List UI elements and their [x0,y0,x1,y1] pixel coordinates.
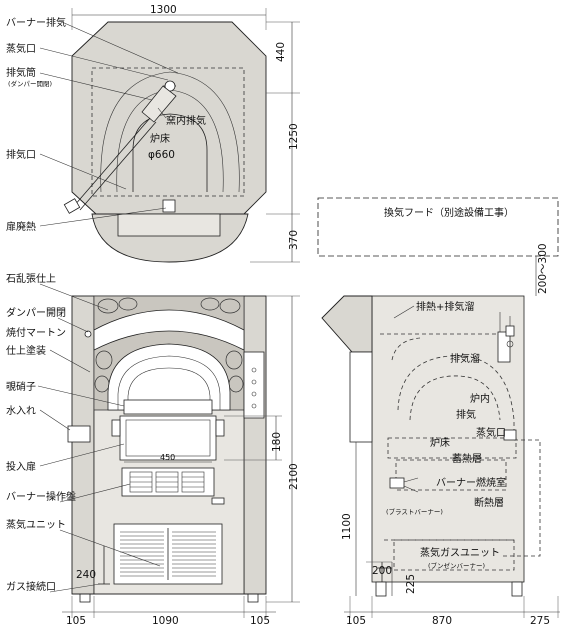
front-burner-vents [129,471,205,493]
label-gas-port: ガス接続口 [6,580,56,593]
label-hearth-diameter: φ660 [148,149,175,161]
side-225-dim: 225 [405,574,417,594]
front-stone-pattern [94,297,244,393]
front-control-panel [243,351,265,419]
front-view: 450 [6,272,300,627]
side-200-dim: 200 [372,565,392,577]
label-waste-heat: 排熱+排気溜 [416,300,474,313]
front-gas-height-dim: 240 [76,569,96,581]
label-steam-gas-unit: 蒸気ガスユニット [420,546,500,559]
label-inner-exhaust: 窯内排気 [166,114,206,127]
label-insulation: 断熱層 [474,496,504,509]
label-paint: 仕上塗装 [6,344,46,357]
label-mortar: 焼付マートン [6,326,66,339]
side-hood [317,197,559,257]
label-bunsen-burner: (ブンゼンバーナー) [428,561,485,570]
label-burner-panel: バーナー操作盤 [6,490,76,503]
label-storage-layer: 蓄熱層 [452,452,482,465]
label-peep-glass: 覗硝子 [6,380,36,393]
label-exhaust-side: 排気 [456,408,476,421]
front-upper-window [123,399,213,415]
side-front-canopy [321,295,373,353]
label-burner-room: バーナー燃焼室 [436,476,506,489]
front-height-dim: 2100 [288,463,300,490]
label-steam-port-side: 蒸気口 [476,426,506,439]
front-right-dim: 105 [250,615,270,627]
label-exhaust-port-plan: 排気口 [6,148,36,161]
label-burner-exhaust: バーナー排気 [6,16,66,29]
plan-view: 1300 バーナー排気 蒸気口 排気筒 (ダンパー開閉) 排気口 扉廃熱 [6,4,300,263]
side-hood-gap-dim: 200〜300 [537,243,549,294]
front-left-dim: 105 [66,615,86,627]
label-hearth-side: 炉床 [430,436,450,449]
side-gas-unit-box [393,539,515,571]
side-view: 換気フード（別途設備工事） 200〜300 [317,197,560,627]
label-steam-outlet-plan: 蒸気口 [6,42,36,55]
label-hearth-plan: 炉床 [150,132,170,145]
plan-width-dim: 1300 [150,4,177,16]
front-brick-arch [107,343,231,411]
plan-top-dim: 440 [275,42,287,62]
side-1100-dim: 1100 [341,513,353,540]
plan-depth-dim: 1250 [288,123,300,150]
front-left-column [71,295,95,595]
label-water-inlet: 水入れ [6,405,36,417]
label-flue-note: (ダンパー開閉) [8,79,52,88]
front-right-column [243,295,267,595]
label-hood: 換気フード（別途設備工事） [384,206,514,219]
label-damper: ダンパー開閉 [6,306,66,319]
label-flue: 排気筒 [6,66,36,79]
side-left-dim: 105 [346,615,366,627]
side-right-dim: 275 [530,615,550,627]
front-steam-unit-louvers [120,531,216,577]
front-loading-door [119,415,217,461]
label-loading-door: 投入扉 [6,460,36,473]
label-stone-finish: 石乱張仕上 [6,272,56,285]
front-opening-height-dim: 180 [271,432,283,452]
label-steam-unit: 蒸気ユニット [6,518,66,531]
label-furnace: 炉内 [470,392,490,405]
label-blast-burner: (ブラストバーナー) [386,507,443,516]
front-opening-width-dim: 450 [160,453,175,462]
side-center-dim: 870 [432,615,452,627]
front-water-inlet [67,425,91,443]
label-exhaust-tank: 排気溜 [450,352,480,365]
front-center-dim: 1090 [152,615,179,627]
label-door-heat: 扉廃熱 [6,220,36,233]
plan-front-dim: 370 [288,230,300,250]
